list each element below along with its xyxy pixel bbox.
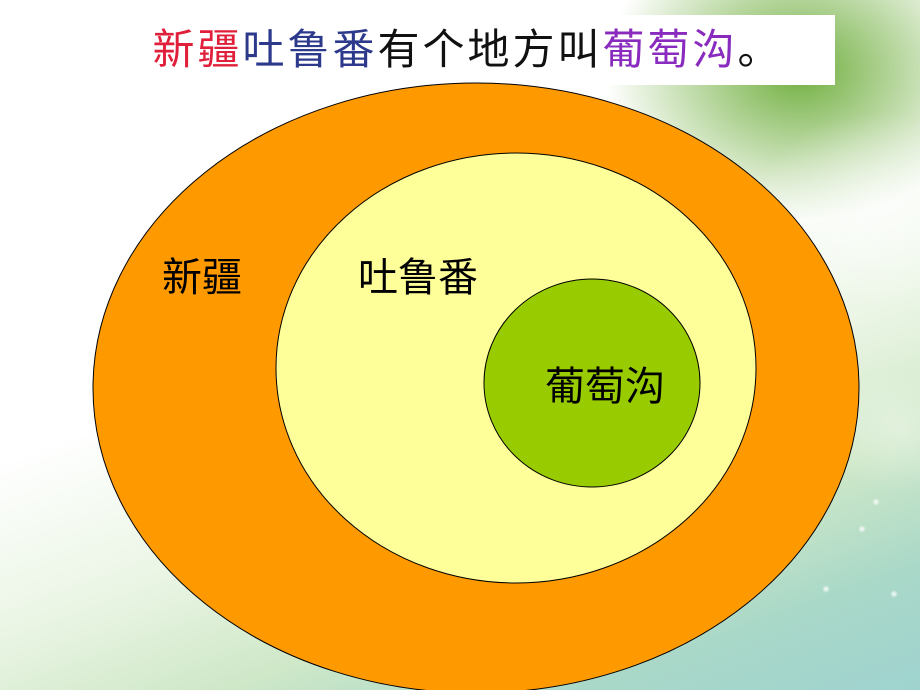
title-segment-xinjiang: 新疆 [152,25,243,74]
sparkle-decoration [872,498,880,506]
title-segment-middle: 有个地方叫 [377,25,603,74]
sparkle-decoration [890,590,898,598]
title-segment-period: 。 [737,25,783,74]
title-segment-turpan: 吐鲁番 [242,25,378,74]
region-label-turpan: 吐鲁番 [358,255,478,301]
region-label-grape-valley: 葡萄沟 [545,364,665,410]
title-segment-grape-valley: 葡萄沟 [602,25,738,74]
region-grape-valley-ellipse [483,278,701,488]
sparkle-decoration [822,585,830,593]
sparkle-decoration [858,525,866,533]
region-label-xinjiang: 新疆 [162,255,242,301]
page-title: 新疆 吐鲁番 有个地方叫 葡萄沟 。 [100,15,835,85]
